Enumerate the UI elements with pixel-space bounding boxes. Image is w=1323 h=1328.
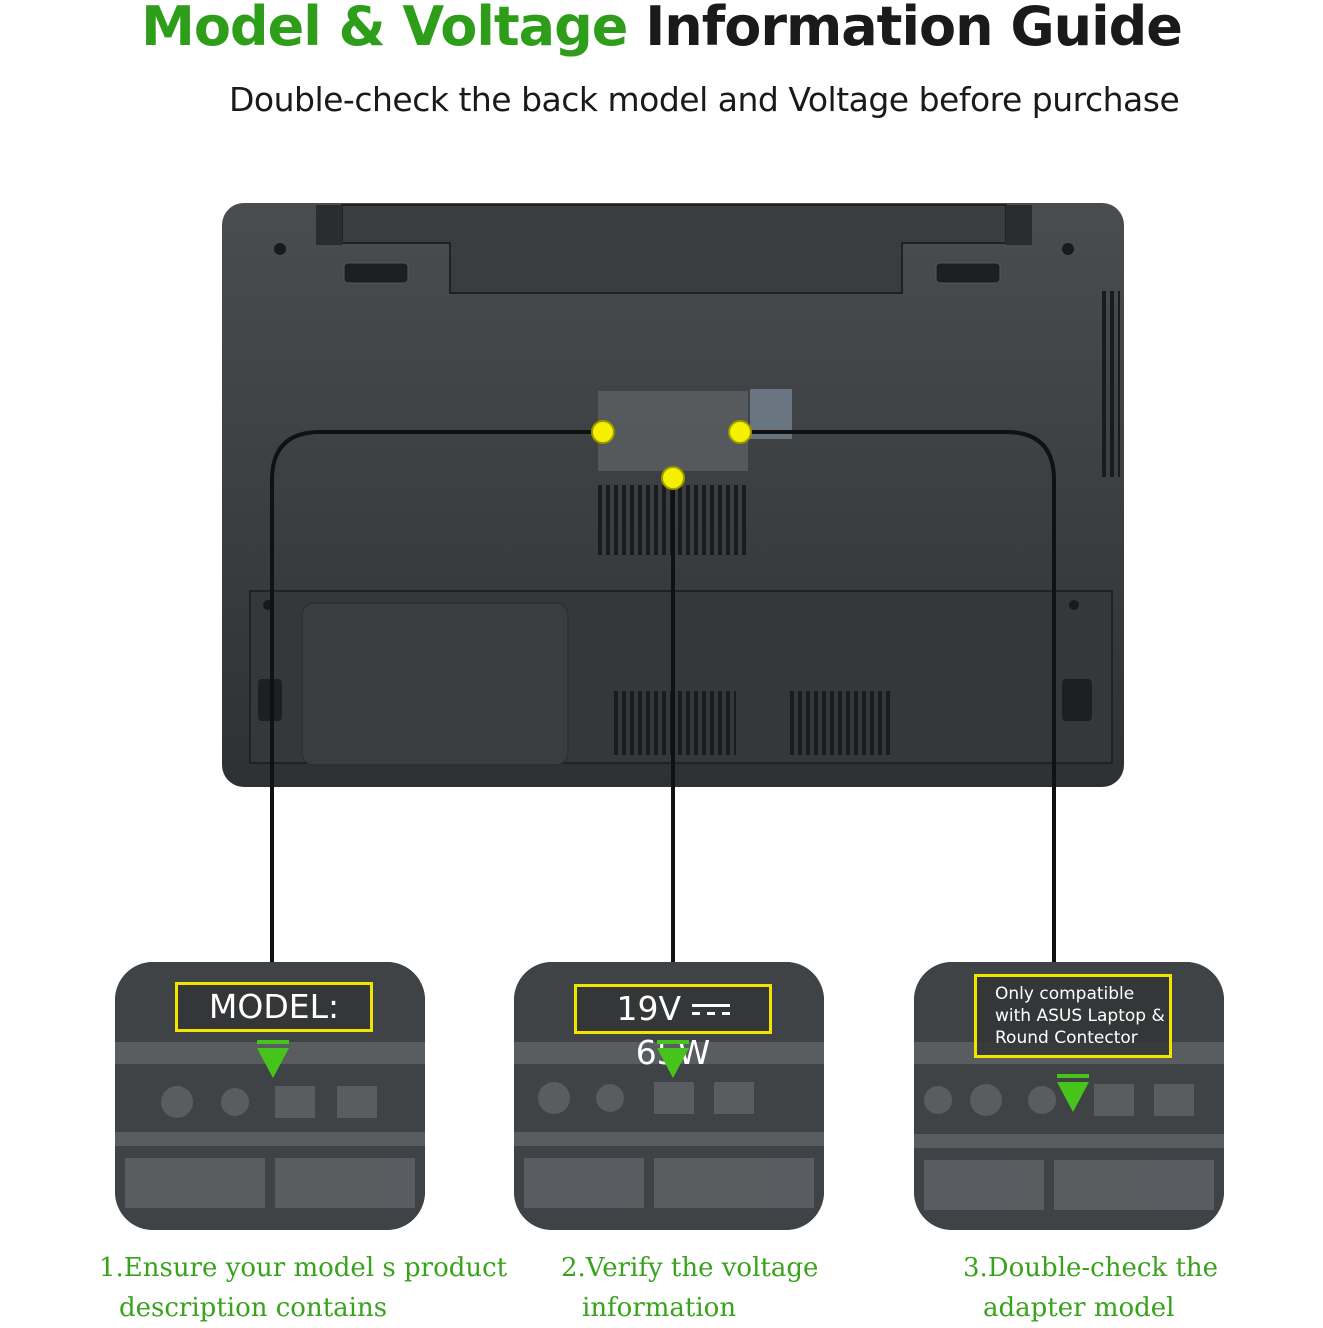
compatibility-card: Only compatible with ASUS Laptop & Round… <box>914 962 1224 1230</box>
laptop-bottom-image <box>222 203 1124 787</box>
model-card: MODEL: <box>115 962 425 1230</box>
model-label: MODEL: <box>208 987 340 1026</box>
caption-2: 2.Verify the voltage information <box>561 1248 818 1328</box>
down-arrow-icon <box>657 1040 689 1078</box>
voltage-value: 19V <box>616 989 682 1028</box>
compat-line-3: Round Contector <box>995 1028 1138 1048</box>
caption-2-line-2: information <box>582 1293 737 1323</box>
compat-line-1: Only compatible <box>995 984 1135 1004</box>
title-dark: Information Guide <box>645 0 1183 58</box>
down-arrow-icon <box>1057 1074 1089 1112</box>
caption-3-line-1: 3.Double-check the <box>963 1253 1219 1283</box>
compat-line-2: with ASUS Laptop & <box>995 1006 1165 1026</box>
voltage-card: 19V 65W <box>514 962 824 1230</box>
caption-2-line-1: 2.Verify the voltage <box>561 1253 819 1283</box>
compatibility-highlight-box: Only compatible with ASUS Laptop & Round… <box>974 974 1172 1058</box>
caption-3: 3.Double-check the adapter model <box>963 1248 1218 1328</box>
page-title: Model & Voltage Information Guide <box>0 0 1323 54</box>
dc-symbol-icon <box>691 1003 730 1018</box>
caption-1: 1.Ensure your model s product descriptio… <box>99 1248 507 1328</box>
model-highlight-box: MODEL: <box>175 982 373 1032</box>
caption-3-line-2: adapter model <box>983 1293 1175 1323</box>
page-subtitle: Double-check the back model and Voltage … <box>229 80 1180 119</box>
caption-1-line-1: 1.Ensure your model s product <box>99 1253 508 1283</box>
down-arrow-icon <box>257 1040 289 1078</box>
voltage-highlight-box: 19V 65W <box>574 984 772 1072</box>
title-green: Model & Voltage <box>141 0 628 58</box>
caption-1-line-2: description contains <box>119 1293 388 1323</box>
